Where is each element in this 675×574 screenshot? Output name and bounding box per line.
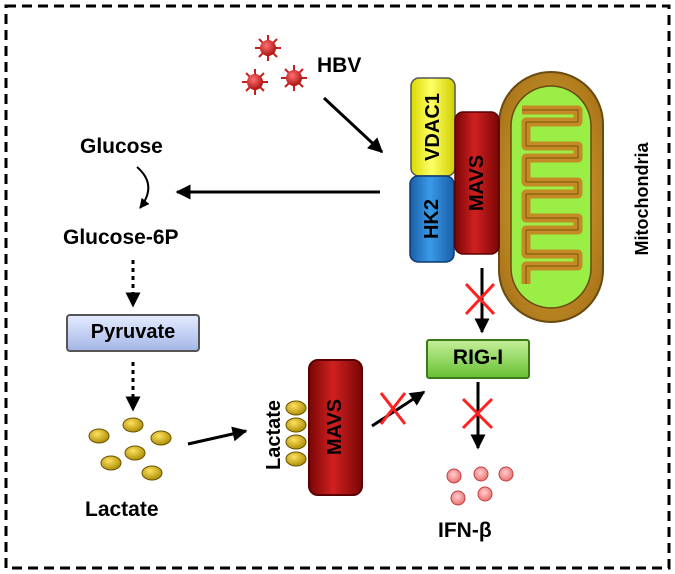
pyruvate-box xyxy=(66,314,200,352)
ifn-beta-label: IFN-β xyxy=(438,519,492,542)
vdac1-label: VDAC1 xyxy=(422,93,444,161)
mavs-to-rigi-arrow xyxy=(371,390,426,428)
lactate-vertical-label: Lactate xyxy=(263,399,285,471)
rigi-box xyxy=(426,339,530,379)
glucose6p-label: Glucose-6P xyxy=(63,226,179,249)
pyruvate-label: Pyruvate xyxy=(90,321,176,343)
lactate-bound-molecules xyxy=(285,400,307,467)
lactate-bottom-label: Lactate xyxy=(85,498,159,521)
lactate-to-mavs-arrow xyxy=(187,426,248,446)
lactate-molecules xyxy=(88,417,172,481)
hk2-label: HK2 xyxy=(421,199,443,240)
glucose-label: Glucose xyxy=(80,135,163,158)
inhibition-x-icon xyxy=(379,392,407,425)
hbv-virus-icon xyxy=(242,69,268,95)
hbv-label: HBV xyxy=(317,54,362,77)
mavs-top-label: MAVS xyxy=(466,154,488,212)
mitochondria-label: Mitochondria xyxy=(632,142,652,256)
mavs-bottom-label: MAVS xyxy=(324,398,346,456)
hbv-virus-icon xyxy=(281,65,307,91)
mavs-top-protein xyxy=(454,111,500,255)
inhibition-x-icon xyxy=(464,282,496,316)
mitochondria xyxy=(498,71,604,323)
hbv-virus-group xyxy=(242,35,307,95)
dashed-border xyxy=(4,4,671,570)
hbv-to-complex-arrow xyxy=(322,96,384,154)
ifn-beta-molecules xyxy=(446,466,514,506)
hbv-virus-icon xyxy=(255,35,281,61)
mavs-bottom-protein xyxy=(308,359,363,496)
glucose-conversion-arrow xyxy=(136,166,150,209)
hk2-protein xyxy=(409,175,455,263)
inhibition-x-icon xyxy=(461,397,494,430)
rigi-label: RIG-I xyxy=(452,346,504,369)
